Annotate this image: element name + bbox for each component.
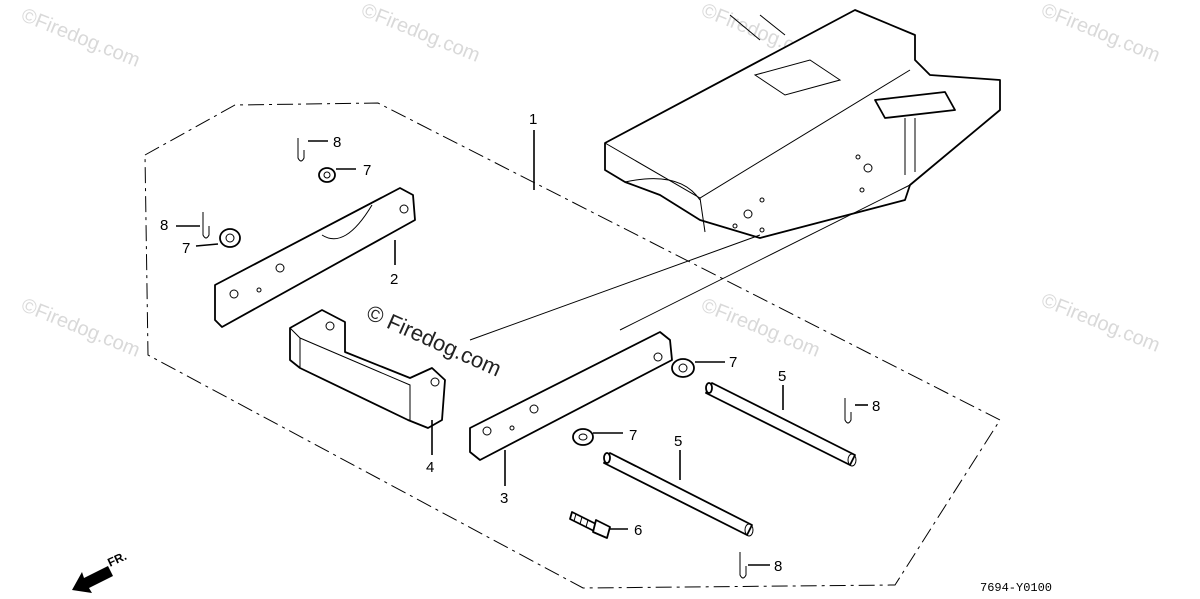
callout-8: 8	[872, 398, 880, 415]
callout-7: 7	[182, 240, 190, 257]
watermark: ©Firedog.com	[18, 294, 143, 362]
callout-5: 5	[778, 368, 786, 385]
callout-8: 8	[160, 217, 168, 234]
callout-4: 4	[426, 459, 434, 476]
watermark: ©Firedog.com	[1038, 289, 1163, 357]
part-bolt-6	[569, 511, 611, 539]
part-washer-7	[219, 167, 695, 446]
callout-7: 7	[729, 354, 737, 371]
callout-6: 6	[634, 522, 642, 539]
part-plate-3	[469, 331, 673, 461]
callout-labels: 1 2 3 4 5 5 6 7 7 7 7 8 8 8 8	[160, 111, 880, 575]
callout-1: 1	[529, 111, 537, 128]
callout-3: 3	[500, 490, 508, 507]
diagram-code: 7694-Y0100	[980, 581, 1052, 595]
watermark: ©Firedog.com	[358, 0, 483, 67]
assembly-outline	[144, 102, 1001, 589]
tractor-frame	[469, 9, 1001, 341]
leader-lines	[176, 130, 868, 566]
callout-7: 7	[363, 162, 371, 179]
part-clip-8	[202, 138, 852, 579]
watermark: ©Firedog.com	[1038, 0, 1163, 67]
watermark-group: ©Firedog.com ©Firedog.com ©Firedog.com ©…	[18, 0, 1163, 362]
callout-7: 7	[629, 427, 637, 444]
callout-2: 2	[390, 271, 398, 288]
part-plate-2	[214, 187, 416, 328]
part-pin-5	[603, 452, 754, 537]
front-direction-arrow: FR.	[72, 549, 129, 593]
part-pin-5	[705, 382, 857, 467]
watermark: ©Firedog.com	[18, 4, 143, 72]
direction-label: FR.	[105, 549, 128, 570]
arrow-icon	[72, 566, 113, 593]
callout-5: 5	[674, 433, 682, 450]
watermark: ©Firedog.com	[698, 294, 823, 362]
part-channel-4	[289, 309, 446, 429]
callout-8: 8	[774, 558, 782, 575]
callout-8: 8	[333, 134, 341, 151]
